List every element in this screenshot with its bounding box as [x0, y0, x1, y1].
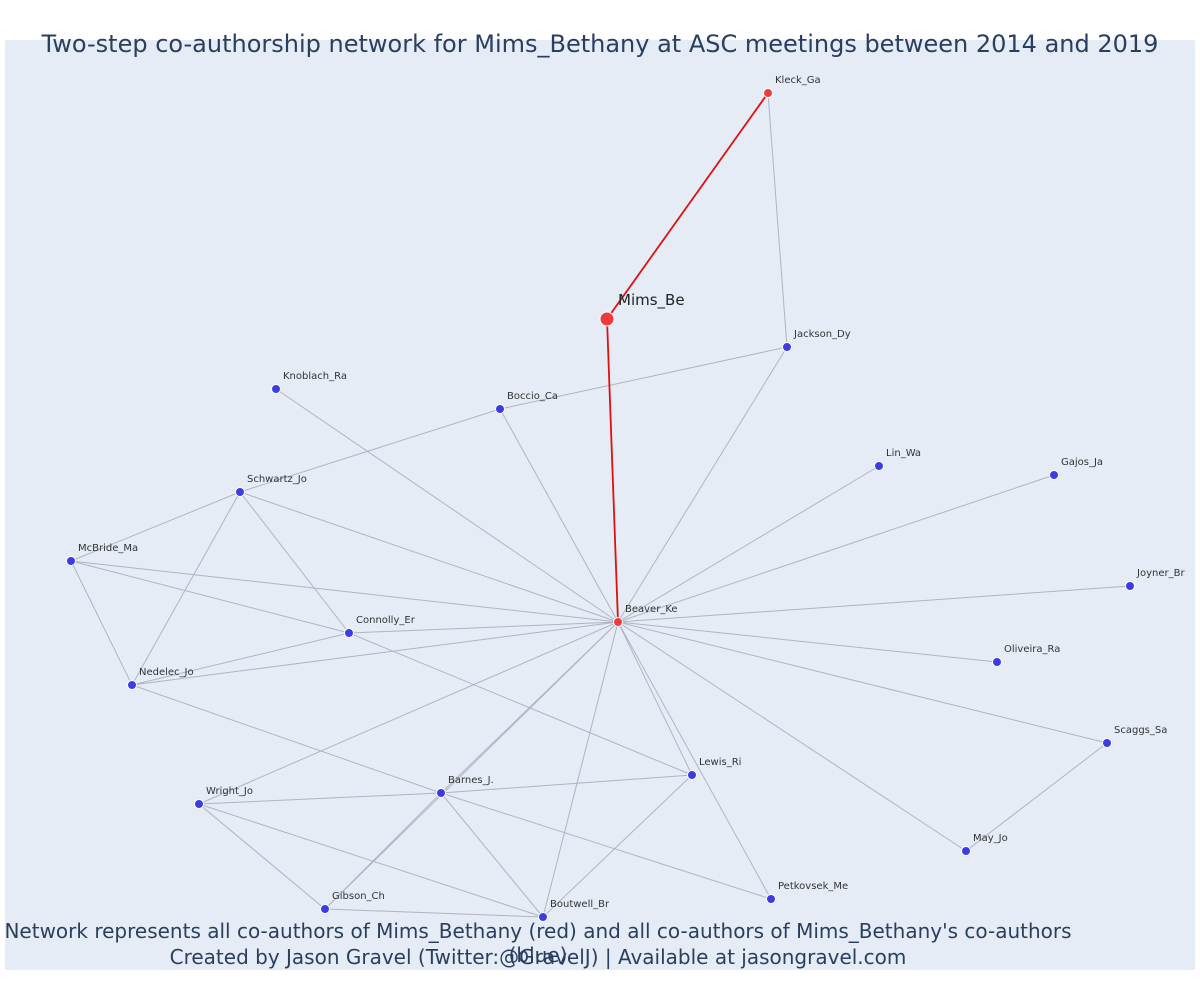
edge-jackson-dy-beaver-ke [617, 346, 788, 623]
node-label-schwartz-jo: Schwartz_Jo [247, 474, 307, 485]
edge-boccio-ca-beaver-ke [499, 408, 619, 623]
node-label-joyner-br: Joyner_Br [1136, 568, 1185, 579]
edge-jackson-dy-boccio-ca [499, 346, 788, 410]
node-beaver-ke[interactable] [613, 617, 623, 627]
node-mcbride-ma[interactable] [66, 556, 76, 566]
node-label-jackson-dy: Jackson_Dy [793, 329, 851, 340]
edge-boutwell-br-beaver-ke [542, 621, 619, 918]
node-label-wright-jo: Wright_Jo [206, 786, 253, 797]
edge-wright-jo-gibson-ch [198, 803, 326, 910]
node-label-scaggs-sa: Scaggs_Sa [1114, 725, 1167, 736]
edge-knoblach-ra-beaver-ke [275, 388, 619, 623]
node-label-connolly-er: Connolly_Er [356, 615, 416, 626]
edge-wright-jo-barnes-j [198, 792, 442, 805]
caption-description: Network represents all co-authors of Mim… [4, 919, 1072, 967]
edge-gajos-ja-beaver-ke [617, 474, 1055, 623]
edge-joyner-br-beaver-ke [617, 585, 1131, 623]
node-gajos-ja[interactable] [1049, 470, 1059, 480]
node-wright-jo[interactable] [194, 799, 204, 809]
edge-barnes-j-boutwell-br [440, 792, 544, 918]
node-boutwell-br[interactable] [538, 912, 548, 922]
edge-mims-be-beaver-ke [606, 318, 619, 623]
node-label-boccio-ca: Boccio_Ca [507, 391, 558, 402]
edge-nedelec-jo-beaver-ke [131, 621, 619, 686]
node-connolly-er[interactable] [344, 628, 354, 638]
node-label-barnes-j: Barnes_J. [448, 775, 494, 786]
edges-layer [70, 92, 1131, 918]
edge-boccio-ca-schwartz-jo [239, 408, 501, 493]
node-petkovsek-me[interactable] [766, 894, 776, 904]
node-may-jo[interactable] [961, 846, 971, 856]
edge-petkovsek-me-beaver-ke [617, 621, 772, 900]
edge-lewis-ri-beaver-ke [617, 621, 693, 776]
edge-wright-jo-boutwell-br [198, 803, 544, 918]
edge-mcbride-ma-connolly-er [70, 560, 350, 634]
edge-kleck-ga-jackson-dy [767, 92, 788, 348]
edge-schwartz-jo-connolly-er [239, 491, 350, 634]
node-label-nedelec-jo: Nedelec_Jo [139, 667, 194, 678]
node-knoblach-ra[interactable] [271, 384, 281, 394]
edge-connolly-er-beaver-ke [348, 621, 619, 634]
node-label-may-jo: May_Jo [973, 833, 1008, 844]
edge-lewis-ri-boutwell-br [542, 774, 693, 918]
edge-scaggs-sa-beaver-ke [617, 621, 1108, 744]
edge-scaggs-sa-may-jo [965, 742, 1108, 852]
nodes-layer [66, 88, 1135, 922]
edge-nedelec-jo-barnes-j [131, 684, 442, 794]
edge-mcbride-ma-nedelec-jo [70, 560, 133, 686]
node-label-lin-wa: Lin_Wa [886, 448, 921, 459]
node-gibson-ch[interactable] [320, 904, 330, 914]
chart-title: Two-step co-authorship network for Mims_… [41, 30, 1159, 58]
edge-may-jo-beaver-ke [617, 621, 967, 852]
edge-lin-wa-beaver-ke [617, 465, 880, 623]
node-label-lewis-ri: Lewis_Ri [699, 757, 741, 768]
node-label-petkovsek-me: Petkovsek_Me [778, 881, 848, 892]
node-kleck-ga[interactable] [763, 88, 773, 98]
node-label-kleck-ga: Kleck_Ga [775, 75, 821, 86]
edge-mcbride-ma-beaver-ke [70, 560, 619, 623]
node-label-mims-be: Mims_Be [618, 291, 685, 310]
edge-schwartz-jo-beaver-ke [239, 491, 619, 623]
node-barnes-j[interactable] [436, 788, 446, 798]
node-oliveira-ra[interactable] [992, 657, 1002, 667]
node-label-gajos-ja: Gajos_Ja [1061, 457, 1103, 468]
node-label-boutwell-br: Boutwell_Br [550, 899, 610, 910]
edge-connolly-er-nedelec-jo [131, 632, 350, 686]
edge-mims-be-kleck-ga [606, 92, 769, 320]
node-joyner-br[interactable] [1125, 581, 1135, 591]
edge-lewis-ri-barnes-j [440, 774, 693, 794]
edge-wright-jo-beaver-ke [198, 621, 619, 805]
node-scaggs-sa[interactable] [1102, 738, 1112, 748]
node-lin-wa[interactable] [874, 461, 884, 471]
node-nedelec-jo[interactable] [127, 680, 137, 690]
node-label-knoblach-ra: Knoblach_Ra [283, 371, 347, 382]
edge-gibson-ch-beaver-ke [324, 621, 619, 910]
edge-schwartz-jo-mcbride-ma [70, 491, 241, 562]
edge-barnes-j-petkovsek-me [440, 792, 772, 900]
node-label-oliveira-ra: Oliveira_Ra [1004, 644, 1060, 655]
node-label-mcbride-ma: McBride_Ma [78, 543, 138, 554]
node-label-gibson-ch: Gibson_Ch [332, 891, 385, 902]
node-schwartz-jo[interactable] [235, 487, 245, 497]
edge-schwartz-jo-nedelec-jo [131, 491, 241, 686]
edge-oliveira-ra-beaver-ke [617, 621, 998, 663]
node-boccio-ca[interactable] [495, 404, 505, 414]
edge-connolly-er-lewis-ri [348, 632, 693, 776]
node-jackson-dy[interactable] [782, 342, 792, 352]
caption-credit: Created by Jason Gravel (Twitter:@Gravel… [169, 945, 907, 969]
edge-gibson-ch-boutwell-br [324, 908, 544, 918]
node-mims-be[interactable] [599, 311, 615, 327]
node-label-beaver-ke: Beaver_Ke [625, 604, 678, 615]
node-lewis-ri[interactable] [687, 770, 697, 780]
